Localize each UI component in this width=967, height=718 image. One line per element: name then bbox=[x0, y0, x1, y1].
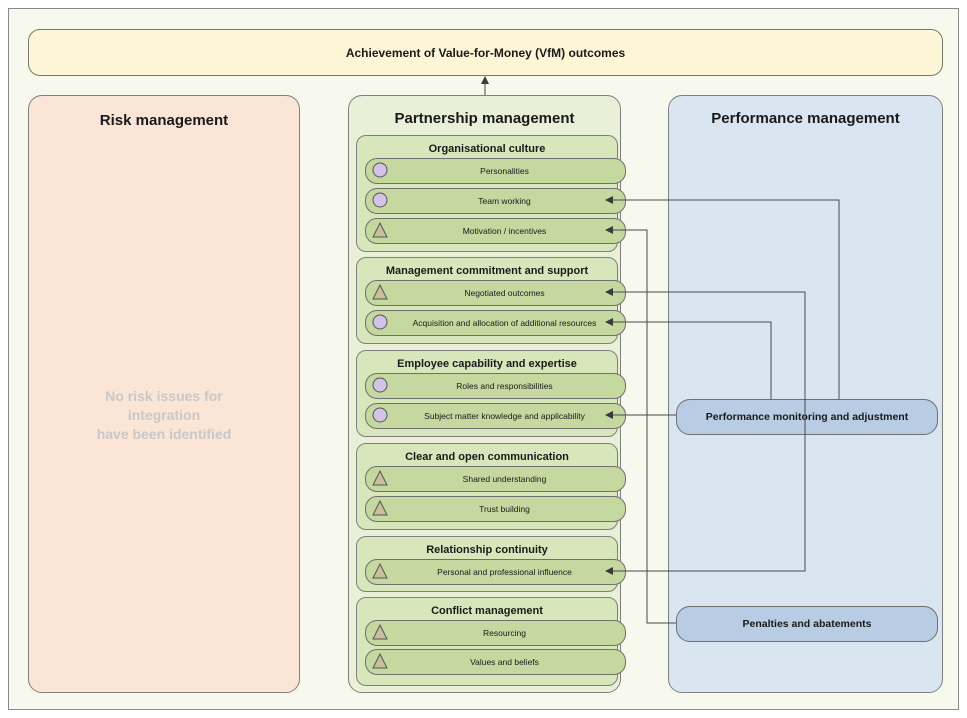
connector-personal-influence bbox=[605, 433, 806, 575]
item-acquisition-allocation-resources: Acquisition and allocation of additional… bbox=[365, 310, 626, 336]
group-title: Organisational culture bbox=[428, 143, 546, 155]
performance-monitoring-box: Performance monitoring and adjustment bbox=[676, 399, 938, 435]
item-motivation-incentives: Motivation / incentives bbox=[365, 218, 626, 244]
connector-acquisition-resources bbox=[605, 318, 772, 399]
partnership-management-title: Partnership management bbox=[394, 110, 575, 127]
item-label: Values and beliefs bbox=[470, 657, 539, 667]
connector-negotiated-outcomes bbox=[605, 288, 806, 433]
item-personal-professional-influence: Personal and professional influence bbox=[365, 559, 626, 585]
item-label: Personalities bbox=[480, 166, 529, 176]
item-personalities: Personalities bbox=[365, 158, 626, 184]
item-label: Subject matter knowledge and applicabili… bbox=[424, 411, 585, 421]
triangle-marker-icon bbox=[372, 284, 388, 300]
connector-motivation-incentives bbox=[605, 226, 676, 624]
group-title: Conflict management bbox=[431, 605, 543, 617]
item-team-working: Team working bbox=[365, 188, 626, 214]
circle-marker-icon bbox=[372, 162, 388, 178]
risk-management-column: Risk management No risk issues for integ… bbox=[28, 95, 300, 693]
triangle-marker-icon bbox=[372, 624, 388, 640]
penalties-abatements-label: Penalties and abatements bbox=[742, 618, 872, 630]
item-negotiated-outcomes: Negotiated outcomes bbox=[365, 280, 626, 306]
triangle-marker-icon bbox=[372, 653, 388, 669]
circle-marker-icon bbox=[372, 407, 388, 423]
performance-monitoring-label: Performance monitoring and adjustment bbox=[705, 411, 909, 423]
item-label: Roles and responsibilities bbox=[456, 381, 553, 391]
vfm-outcomes-banner: Achievement of Value-for-Money (VfM) out… bbox=[28, 29, 943, 76]
triangle-marker-icon bbox=[372, 563, 388, 579]
group-title: Employee capability and expertise bbox=[397, 358, 577, 370]
vfm-outcomes-title: Achievement of Value-for-Money (VfM) out… bbox=[345, 45, 626, 60]
item-label: Resourcing bbox=[483, 628, 526, 638]
circle-marker-icon bbox=[372, 192, 388, 208]
item-shared-understanding: Shared understanding bbox=[365, 466, 626, 492]
item-trust-building: Trust building bbox=[365, 496, 626, 522]
group-title: Clear and open communication bbox=[405, 451, 569, 463]
group-title: Relationship continuity bbox=[426, 544, 548, 556]
item-label: Negotiated outcomes bbox=[464, 288, 545, 298]
group-title: Management commitment and support bbox=[385, 265, 589, 277]
triangle-marker-icon bbox=[372, 222, 388, 238]
item-label: Shared understanding bbox=[462, 474, 547, 484]
item-label: Personal and professional influence bbox=[437, 567, 572, 577]
triangle-marker-icon bbox=[372, 470, 388, 486]
risk-note-line: have been identified bbox=[96, 426, 232, 442]
risk-management-title: Risk management bbox=[99, 112, 229, 129]
item-subject-matter-knowledge: Subject matter knowledge and applicabili… bbox=[365, 403, 626, 429]
connector-team-working bbox=[605, 196, 840, 399]
item-resourcing: Resourcing bbox=[365, 620, 626, 646]
circle-marker-icon bbox=[372, 377, 388, 393]
item-label: Trust building bbox=[479, 504, 530, 514]
risk-note-line: integration bbox=[127, 407, 201, 423]
circle-marker-icon bbox=[372, 314, 388, 330]
triangle-marker-icon bbox=[372, 500, 388, 516]
performance-management-title: Performance management bbox=[711, 110, 900, 127]
penalties-abatements-box: Penalties and abatements bbox=[676, 606, 938, 642]
item-label: Team working bbox=[478, 196, 531, 206]
risk-note-line: No risk issues for bbox=[105, 388, 223, 404]
item-label: Acquisition and allocation of additional… bbox=[412, 318, 597, 328]
item-values-beliefs: Values and beliefs bbox=[365, 649, 626, 675]
risk-note: No risk issues for integration have been… bbox=[29, 387, 299, 444]
item-roles-responsibilities: Roles and responsibilities bbox=[365, 373, 626, 399]
item-label: Motivation / incentives bbox=[462, 226, 547, 236]
